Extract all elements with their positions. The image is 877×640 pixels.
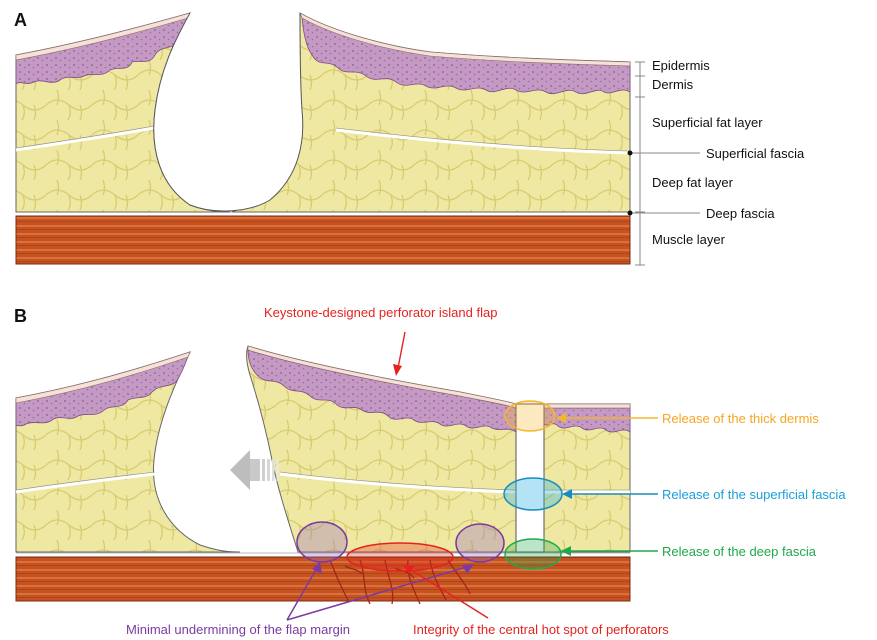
label-deep-fascia: Deep fascia [706, 206, 775, 221]
label-undermining: Minimal undermining of the flap margin [126, 622, 350, 637]
panel-a: A [14, 10, 805, 265]
label-superficial-fascia: Superficial fascia [706, 146, 805, 161]
label-thick-dermis: Release of the thick dermis [662, 411, 819, 426]
label-hot-spot: Integrity of the central hot spot of per… [413, 622, 669, 637]
thick-dermis-release-ellipse [505, 401, 555, 431]
deep-fascia-release-ellipse [505, 539, 561, 569]
panel-b: B Keystone-designed perforator island fl… [14, 305, 846, 637]
label-superficial-fat: Superficial fat layer [652, 115, 763, 130]
flap-title-arrow [398, 332, 405, 368]
hot-spot-ellipse [347, 543, 453, 571]
undermining-left-ellipse [297, 522, 347, 562]
label-muscle: Muscle layer [652, 232, 726, 247]
panel-a-letter: A [14, 10, 27, 30]
superficial-fascia-release-ellipse [504, 478, 562, 510]
label-release-superficial-fascia: Release of the superficial fascia [662, 487, 846, 502]
wound-defect [154, 13, 303, 211]
label-epidermis: Epidermis [652, 58, 710, 73]
panel-a-tissue [16, 13, 630, 264]
label-dermis: Dermis [652, 77, 694, 92]
label-release-deep-fascia: Release of the deep fascia [662, 544, 817, 559]
label-deep-fat: Deep fat layer [652, 175, 734, 190]
undermining-right-ellipse [456, 524, 504, 562]
panel-b-letter: B [14, 306, 27, 326]
muscle-layer [16, 216, 630, 264]
label-flap-title: Keystone-designed perforator island flap [264, 305, 497, 320]
